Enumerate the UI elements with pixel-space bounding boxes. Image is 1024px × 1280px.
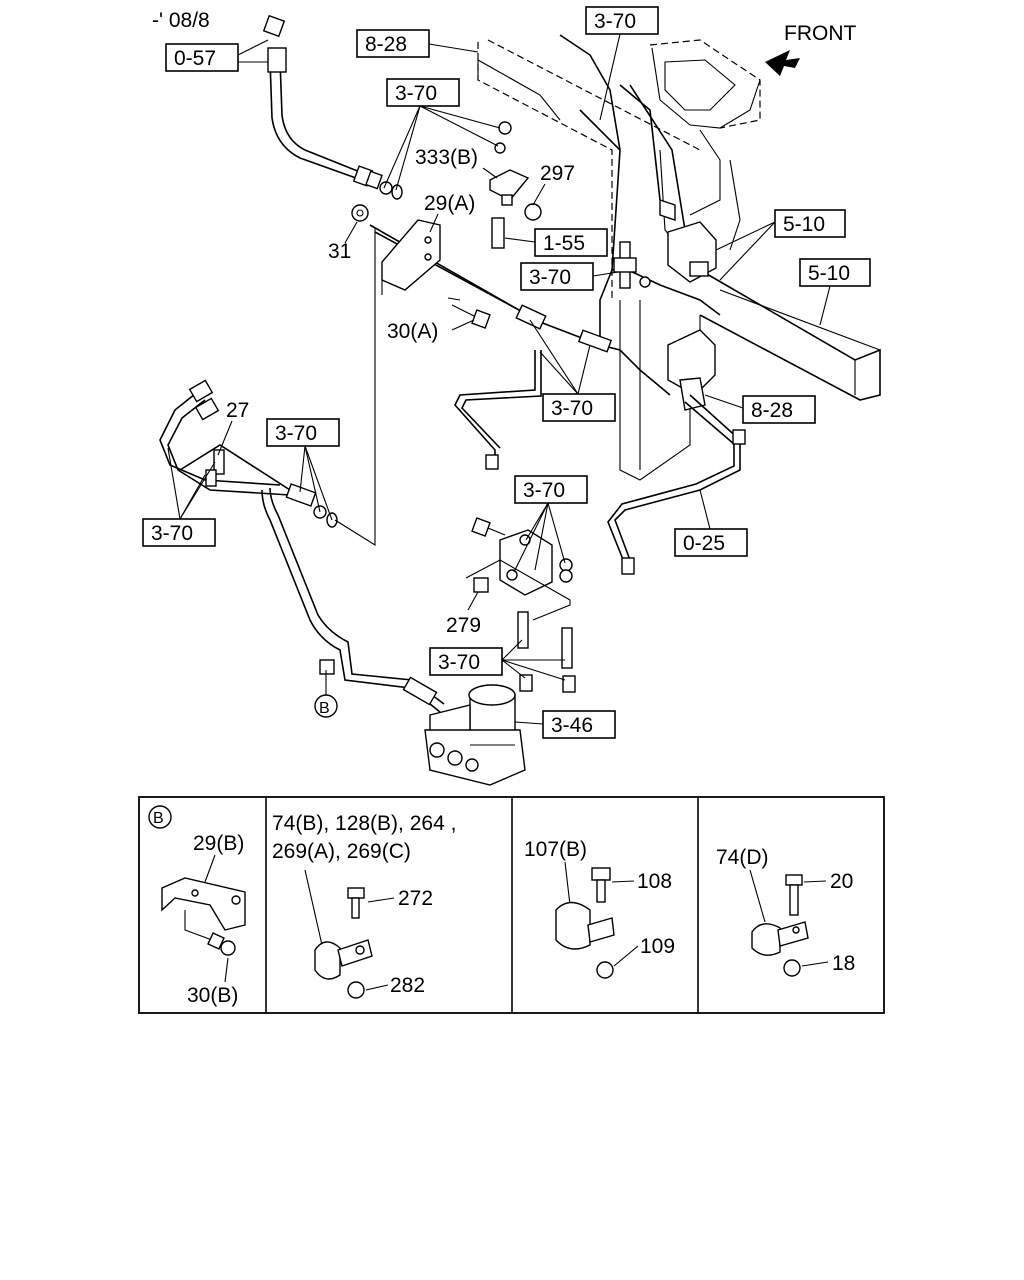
ref-box-5-10-a[interactable]: 5-10 [774,209,846,238]
panel4-part-20: 20 [830,870,853,893]
ref-box-3-70-e[interactable]: 3-70 [542,393,616,422]
panel4-part-74d: 74(D) [716,846,769,869]
ref-box-3-70-top[interactable]: 3-70 [585,6,659,35]
nut-31 [351,204,369,222]
panel2-line2: 269(A), 269(C) [272,840,411,863]
valve-8-28 [667,329,716,411]
upper-left-hose [262,14,403,200]
panel1-part-30b: 30(B) [187,984,238,1007]
svg-text:3-70: 3-70 [438,651,480,674]
date-note: -' 08/8 [152,9,210,32]
svg-text:3-70: 3-70 [594,10,636,33]
ref-box-8-28-top[interactable]: 8-28 [356,29,430,58]
panel3-part-109: 109 [640,935,675,958]
pipe-couplers [515,241,651,353]
panel2-part-282: 282 [390,974,425,997]
svg-text:3-70: 3-70 [151,522,193,545]
detail-panel-4: 74(D) 20 18 [716,846,855,977]
part-label-27: 27 [226,399,249,422]
ref-box-1-55[interactable]: 1-55 [534,228,608,257]
svg-text:3-70: 3-70 [275,422,317,445]
svg-text:3-70: 3-70 [529,266,571,289]
svg-text:0-57: 0-57 [174,47,216,70]
ref-box-3-70-g[interactable]: 3-70 [142,518,216,547]
part-label-31: 31 [328,240,351,263]
part-label-279: 279 [446,614,481,637]
front-arrow-icon [765,50,800,76]
panel1-part-29b: 29(B) [193,832,244,855]
panel3-part-107b: 107(B) [524,838,587,861]
panel3-part-108: 108 [637,870,672,893]
pipe-to-air-dryer [261,487,445,713]
ref-box-3-46[interactable]: 3-46 [542,710,616,739]
svg-text:B: B [319,700,330,717]
svg-text:3-70: 3-70 [395,82,437,105]
part-label-29a: 29(A) [424,192,475,215]
ref-box-0-57[interactable]: 0-57 [165,43,239,72]
fittings-group [517,611,576,693]
ref-box-8-28-bottom[interactable]: 8-28 [742,395,816,424]
callout-b[interactable]: B [314,670,338,718]
valve-5-10 [659,199,717,283]
svg-text:1-55: 1-55 [543,232,585,255]
detail-table [138,796,885,1014]
svg-text:0-25: 0-25 [683,532,725,555]
detail-panel-1: B 29(B) 30(B) [148,805,246,1007]
ref-box-3-70-b[interactable]: 3-70 [386,78,460,107]
panel4-part-18: 18 [832,952,855,975]
left-hose-bundle [159,228,376,546]
svg-text:5-10: 5-10 [808,262,850,285]
bolt-30a [447,297,491,329]
panel2-line1: 74(B), 128(B), 264 , [272,812,456,835]
air-dryer-3-46 [424,684,526,786]
ref-box-3-70-h[interactable]: 3-70 [429,647,503,676]
part-label-333b: 333(B) [415,146,478,169]
panel1-marker: B [153,810,164,827]
ref-box-3-70-f[interactable]: 3-70 [266,418,340,447]
svg-text:5-10: 5-10 [783,213,825,236]
bracket-middle [465,517,573,621]
svg-text:8-28: 8-28 [751,399,793,422]
svg-text:3-70: 3-70 [523,479,565,502]
front-label: FRONT [784,22,856,45]
pipe-down-left [454,350,542,470]
svg-text:3-46: 3-46 [551,714,593,737]
ref-box-0-25[interactable]: 0-25 [674,528,748,557]
part-label-297: 297 [540,162,575,185]
bracket-333b [489,121,542,249]
svg-text:8-28: 8-28 [365,33,407,56]
detail-panel-3: 107(B) 108 109 [524,838,675,979]
ref-box-3-70-d[interactable]: 3-70 [514,475,588,504]
ref-box-5-10-b[interactable]: 5-10 [799,258,871,287]
part-label-30a: 30(A) [387,320,438,343]
ref-box-3-70-c[interactable]: 3-70 [520,262,594,291]
panel2-part-272: 272 [398,887,433,910]
bracket-29a [381,219,441,295]
svg-text:3-70: 3-70 [551,397,593,420]
detail-panel-2: 74(B), 128(B), 264 , 269(A), 269(C) 272 … [272,812,456,999]
